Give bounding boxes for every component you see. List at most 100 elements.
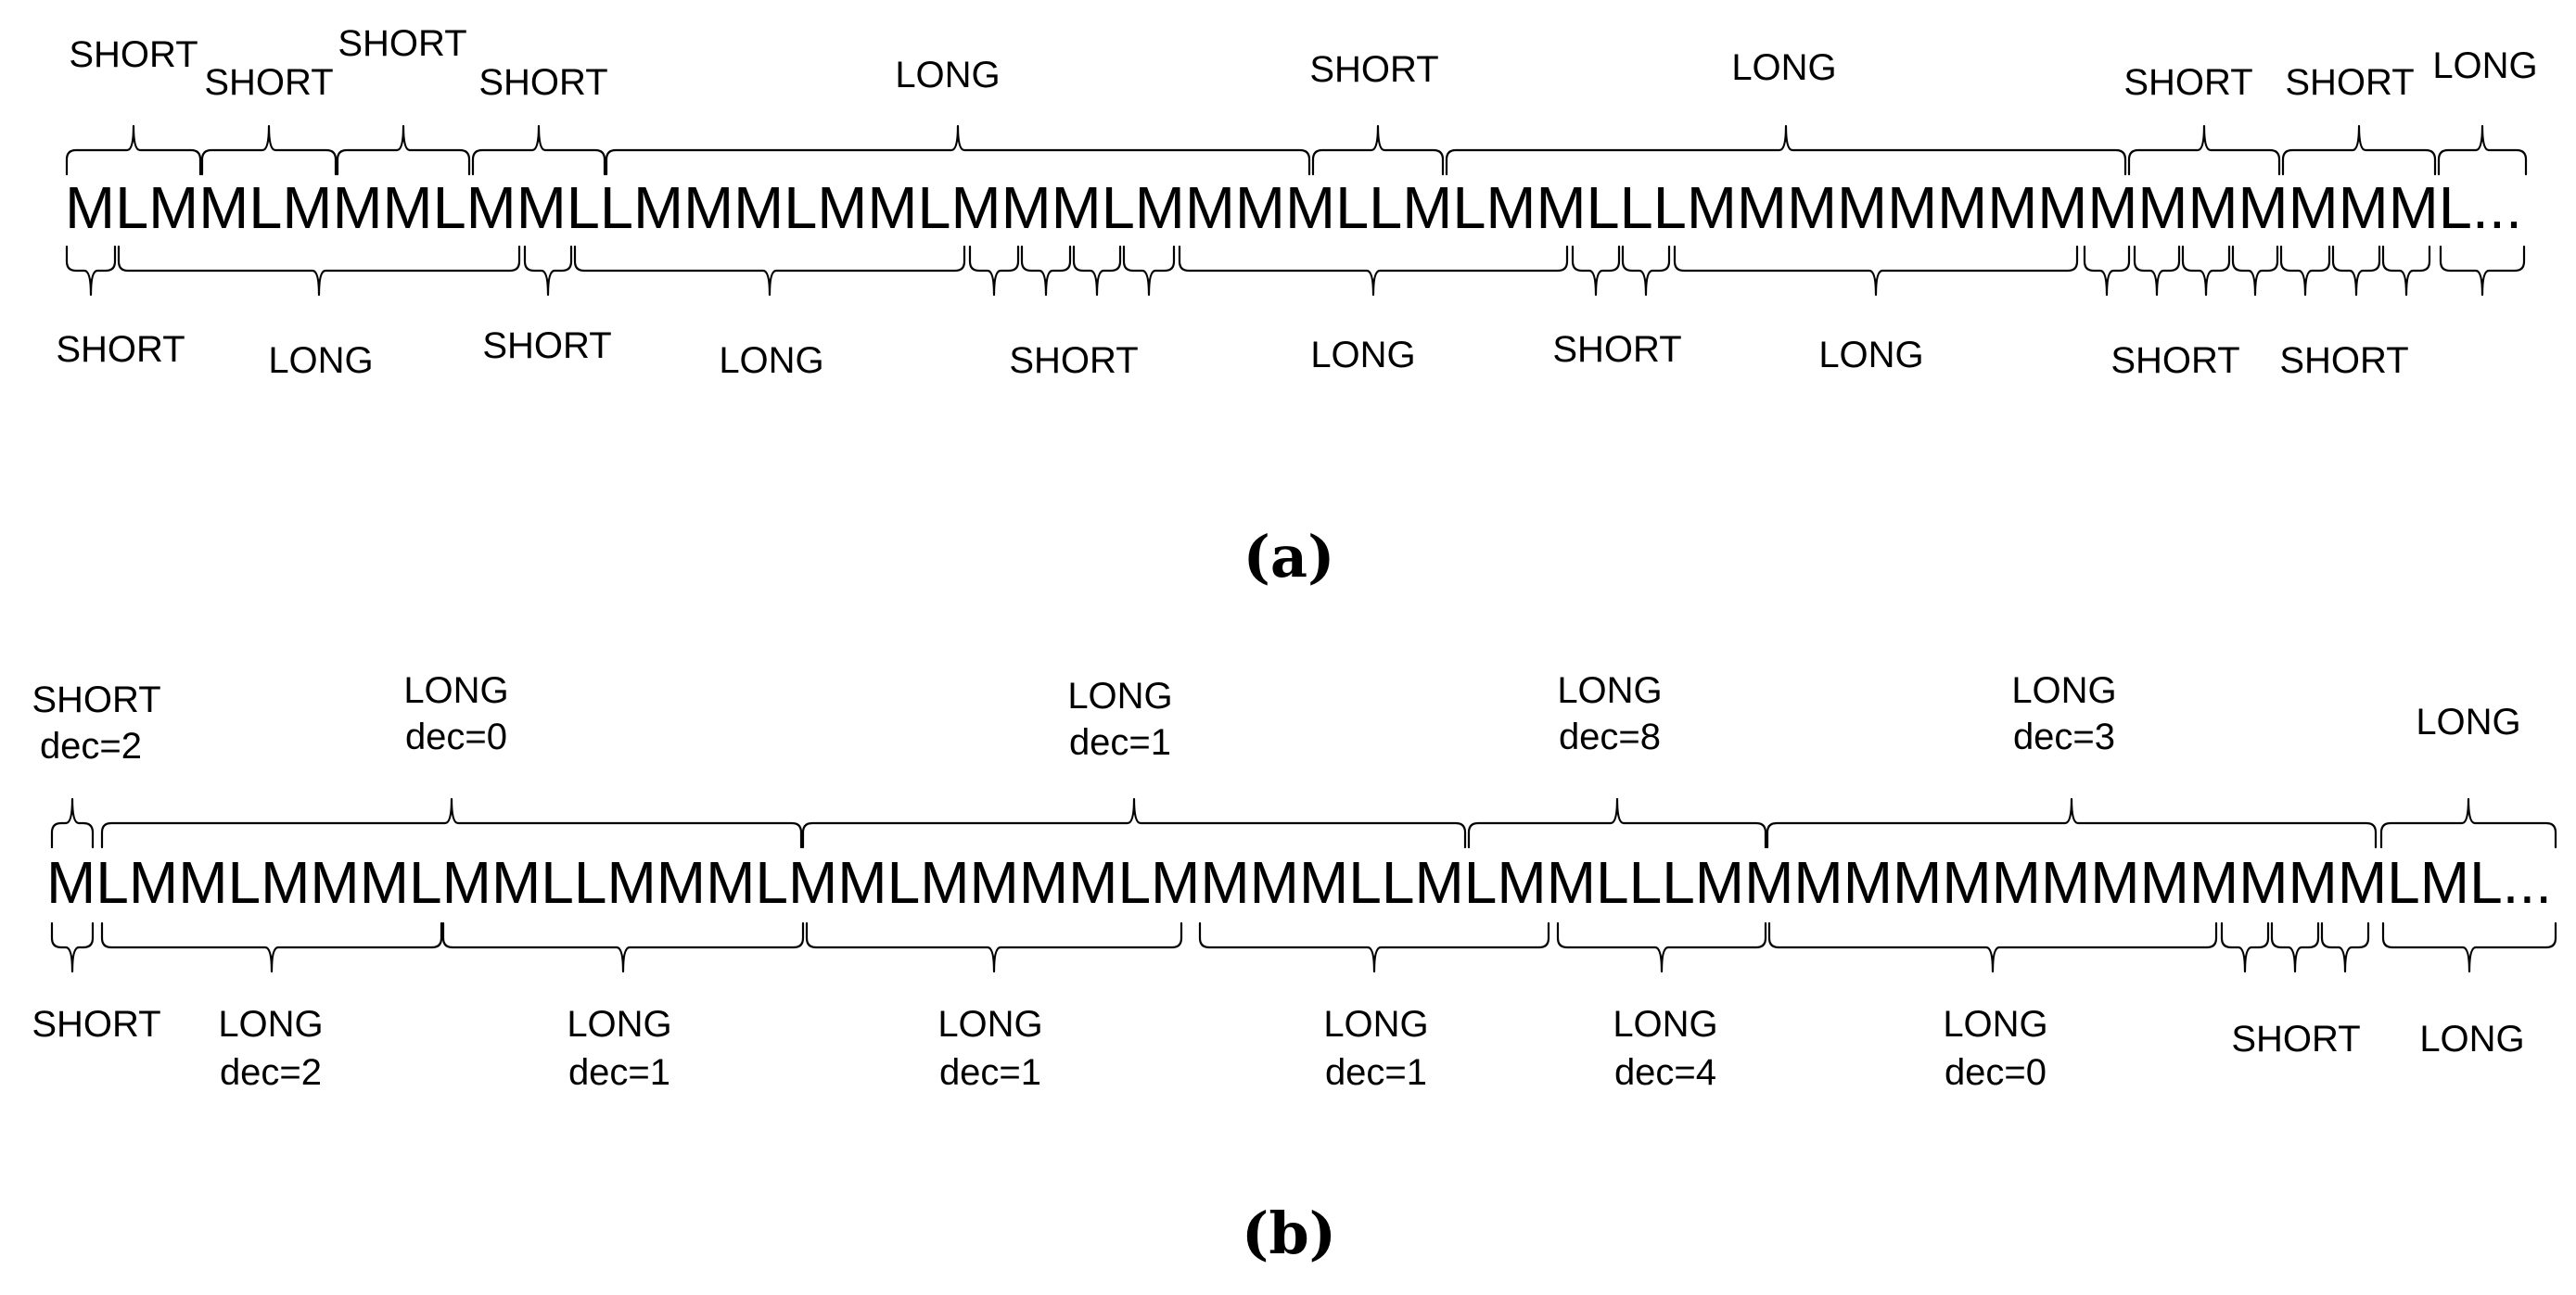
brace-sublabel: dec=0 bbox=[405, 717, 507, 757]
curly-brace bbox=[2279, 245, 2331, 297]
curly-brace bbox=[805, 921, 1183, 973]
brace-label: SHORT bbox=[56, 329, 185, 370]
panel-a-top-braces: SHORT SHORT SHORT SHORT LONG SHORT LONG … bbox=[65, 23, 2538, 176]
curly-brace bbox=[2133, 245, 2181, 297]
brace-label: LONG bbox=[937, 1004, 1042, 1045]
bottom-brace bbox=[2083, 245, 2131, 297]
brace-label: LONG bbox=[567, 1004, 671, 1045]
curly-brace bbox=[2181, 245, 2231, 297]
top-brace: SHORT bbox=[200, 62, 338, 176]
brace-sublabel: dec=8 bbox=[1559, 717, 1661, 757]
brace-label: LONG bbox=[895, 55, 1000, 95]
brace-label: SHORT bbox=[32, 1004, 160, 1045]
bottom-brace: SHORT bbox=[1009, 245, 1139, 381]
top-brace: SHORT dec=2 bbox=[32, 679, 161, 849]
top-brace: SHORT bbox=[471, 62, 608, 176]
curly-brace bbox=[1467, 797, 1767, 849]
panel-a-bottom-braces: SHORT LONG SHORT LONG SHORT bbox=[56, 245, 2526, 381]
curly-brace bbox=[2379, 797, 2557, 849]
brace-label: LONG bbox=[1613, 1004, 1717, 1045]
brace-label: SHORT bbox=[338, 23, 466, 64]
top-brace: LONG bbox=[1445, 47, 2127, 176]
curly-brace bbox=[2439, 245, 2526, 297]
brace-sublabel: dec=1 bbox=[568, 1052, 670, 1093]
brace-label: LONG bbox=[1818, 335, 1923, 375]
panel-b-sequence: MLMMLMMMLMMLLMMMLMMLMMMMLMMMMLLMLMMLLLMM… bbox=[46, 849, 2552, 916]
brace-label: LONG bbox=[1310, 335, 1415, 375]
bottom-brace bbox=[968, 245, 1020, 297]
curly-brace bbox=[2331, 245, 2381, 297]
bottom-brace bbox=[2279, 245, 2331, 297]
bottom-brace: LONG bbox=[573, 245, 966, 381]
brace-label: LONG bbox=[1067, 676, 1172, 717]
brace-label: LONG bbox=[1323, 1004, 1428, 1045]
brace-sublabel: dec=4 bbox=[1614, 1052, 1716, 1093]
curly-brace bbox=[336, 124, 471, 176]
panel-b-bottom-braces: SHORT LONG dec=2 LONG dec=1 LONG dec=1 L… bbox=[32, 921, 2557, 1093]
top-brace: LONG bbox=[605, 55, 1311, 176]
brace-label: SHORT bbox=[482, 325, 611, 366]
curly-brace bbox=[1571, 245, 1621, 297]
brace-label: LONG bbox=[218, 1004, 323, 1045]
curly-brace bbox=[50, 797, 95, 849]
top-brace: LONG dec=8 bbox=[1467, 670, 1767, 849]
top-brace: LONG dec=1 bbox=[801, 676, 1467, 849]
top-brace: SHORT bbox=[336, 23, 471, 176]
curly-brace bbox=[2437, 124, 2528, 176]
curly-brace bbox=[1556, 921, 1767, 973]
brace-label: SHORT bbox=[1009, 340, 1138, 381]
bottom-brace: SHORT bbox=[2279, 245, 2409, 381]
curly-brace bbox=[1198, 921, 1550, 973]
brace-label: SHORT bbox=[2285, 62, 2414, 103]
curly-brace bbox=[65, 245, 117, 297]
brace-label: LONG bbox=[2416, 702, 2520, 743]
brace-label: SHORT bbox=[2231, 1019, 2360, 1060]
brace-sublabel: dec=2 bbox=[220, 1052, 322, 1093]
curly-brace bbox=[1311, 124, 1445, 176]
bottom-brace: SHORT bbox=[1552, 245, 1682, 370]
bottom-brace bbox=[2381, 245, 2431, 297]
brace-sublabel: dec=3 bbox=[2013, 717, 2115, 757]
curly-brace bbox=[50, 921, 95, 973]
curly-brace bbox=[968, 245, 1020, 297]
bottom-brace: LONG dec=1 bbox=[441, 921, 805, 1093]
bottom-brace: SHORT bbox=[32, 921, 161, 1045]
curly-brace bbox=[2381, 245, 2431, 297]
brace-label: LONG bbox=[2419, 1019, 2524, 1060]
brace-label: SHORT bbox=[2123, 62, 2252, 103]
bottom-brace bbox=[1571, 245, 1621, 297]
curly-brace bbox=[2281, 124, 2437, 176]
curly-brace bbox=[100, 797, 803, 849]
curly-brace bbox=[471, 124, 606, 176]
curly-brace bbox=[1621, 245, 1671, 297]
brace-label: SHORT bbox=[69, 34, 198, 75]
bottom-brace: LONG dec=1 bbox=[805, 921, 1183, 1093]
bottom-brace: SHORT bbox=[56, 245, 185, 370]
panel-b: MLMMLMMMLMMLLMMMLMMLMMMMLMMMMLLMLMMLLLMM… bbox=[32, 670, 2557, 1267]
top-brace: SHORT bbox=[2123, 62, 2281, 176]
brace-label: LONG bbox=[1731, 47, 1836, 88]
bottom-brace: LONG bbox=[117, 245, 521, 381]
brace-label: LONG bbox=[719, 340, 823, 381]
curly-brace bbox=[801, 797, 1467, 849]
curly-brace bbox=[573, 245, 966, 297]
bottom-brace: LONG bbox=[1673, 245, 2079, 375]
curly-brace bbox=[2320, 921, 2370, 973]
panel-a-sequence: MLMMLMMMLMMLLMMMLMMLMMMLMMMMLLMLMMLLLMMM… bbox=[65, 174, 2522, 241]
curly-brace bbox=[2083, 245, 2131, 297]
brace-sublabel: dec=2 bbox=[40, 726, 142, 767]
top-brace: SHORT bbox=[1309, 49, 1445, 176]
top-brace: LONG bbox=[2432, 45, 2538, 176]
curly-brace bbox=[1178, 245, 1569, 297]
curly-brace bbox=[100, 921, 443, 973]
brace-label: SHORT bbox=[1552, 329, 1681, 370]
brace-label: LONG bbox=[1943, 1004, 2047, 1045]
top-brace: SHORT bbox=[2281, 62, 2437, 176]
panel-a-caption: (a) bbox=[1243, 523, 1335, 590]
panel-b-caption: (b) bbox=[1242, 1200, 1336, 1267]
bottom-brace bbox=[1122, 245, 1176, 297]
bottom-brace: LONG dec=2 bbox=[100, 921, 443, 1093]
bottom-brace bbox=[2181, 245, 2231, 297]
curly-brace bbox=[2381, 921, 2557, 973]
